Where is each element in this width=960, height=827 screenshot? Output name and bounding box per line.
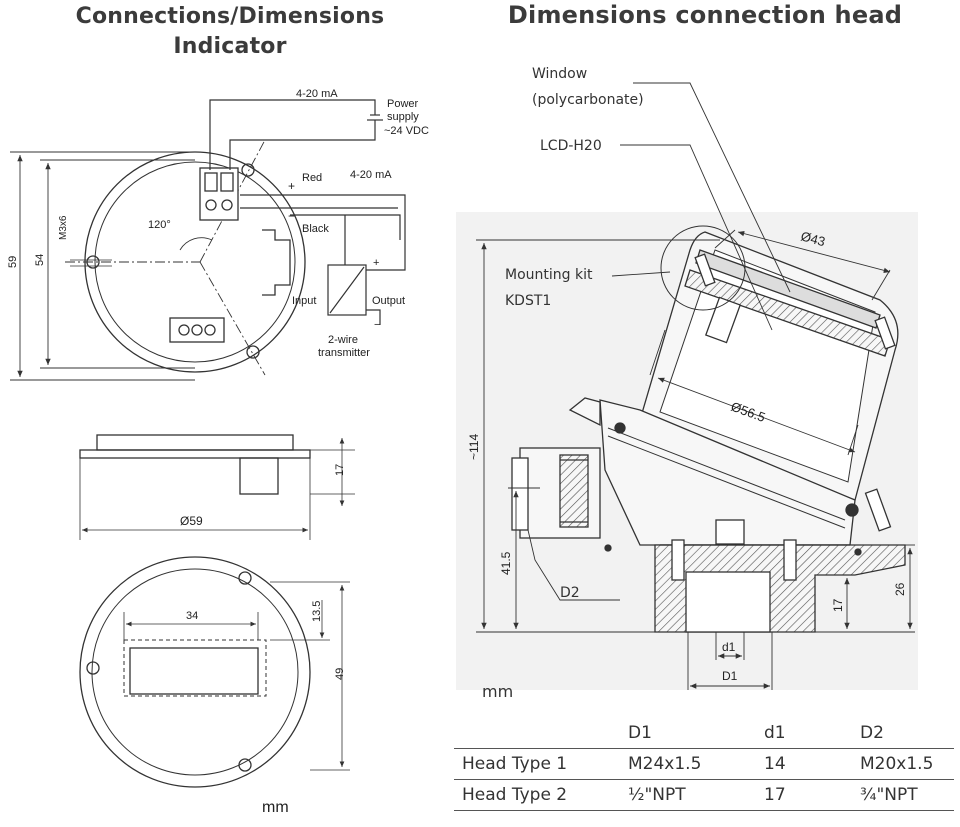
tx-plus-label: + [373,257,379,269]
table-header-cell: D1 [620,718,756,749]
head-labels: Window (polycarbonate) LCD-H20 Mounting … [467,66,907,701]
dim-41-5-label: 41.5 [499,551,513,575]
d1-big-label: D1 [722,669,738,683]
indicator-unit-label: mm [262,799,289,816]
indicator-title: Connections/Dimensions Indicator [40,2,420,62]
dim-17-label: 17 [334,464,346,476]
power-label-3: ~24 VDC [384,125,429,137]
table-cell: Head Type 2 [454,779,620,811]
table-cell: Head Type 1 [454,748,620,780]
mounting-kit-label-1: Mounting kit [505,267,593,283]
table-cell: 17 [756,779,852,811]
screw-hole-top [241,163,255,177]
lcd-label: LCD-H20 [540,138,602,154]
table-cell: ¾"NPT [852,779,954,811]
table-row: Head Type 1 M24x1.5 14 M20x1.5 [454,748,954,780]
plus-label: + [288,179,295,193]
indicator-front-view [65,139,306,376]
red-label: Red [302,172,322,184]
terminal-block [199,167,239,221]
indicator-bottom-view [79,556,350,788]
indicator-side-view [79,434,355,540]
window-label-1: Window [532,66,587,82]
table-cell: ½"NPT [620,779,756,811]
head-unit-label: mm [482,682,513,701]
bottom-connector [169,317,225,343]
table-header-row: D1 d1 D2 [454,718,954,749]
mounting-kit-label-2: KDST1 [505,293,551,309]
transmitter-label-1: 2-wire [328,334,358,346]
black-label: Black [302,223,329,235]
dim-dia59-label: Ø59 [180,514,203,528]
dim-17-head-label: 17 [831,598,845,612]
dim-54-label: 54 [34,254,46,266]
transmitter-label-2: transmitter [318,347,370,359]
table-header-cell [454,718,620,749]
thread-label: M3x6 [58,215,69,240]
dim-114-label: ~114 [467,434,481,460]
dim-59-label: 59 [7,256,19,268]
dim-dia43-label: Ø43 [799,228,827,249]
screw-hole-left [86,255,100,269]
power-label-2: supply [387,111,419,123]
table-cell: 14 [756,748,852,780]
d2-label: D2 [560,585,580,601]
head-type-table: D1 d1 D2 Head Type 1 M24x1.5 14 M20x1.5 … [454,718,954,811]
table-row: Head Type 2 ½"NPT 17 ¾"NPT [454,779,954,811]
dim-49-label: 49 [334,668,346,680]
output-label: Output [372,295,405,307]
dim-26-label: 26 [893,582,907,596]
window-label-2: (polycarbonate) [532,92,644,108]
wiring-labels: 4-20 mA Power supply ~24 VDC + − Red Bla… [148,88,429,359]
screw-hole-bottom [246,345,260,359]
indicator-title-line1: Connections/Dimensions [75,4,385,29]
indicator-title-line2: Indicator [173,34,287,59]
table-header-cell: d1 [756,718,852,749]
indicator-inner-circle [94,161,296,363]
current-top-label: 4-20 mA [296,88,338,100]
wiring-lines [209,99,406,325]
input-label: Input [292,295,316,307]
d1-small-label: d1 [722,640,736,654]
table-cell: M20x1.5 [852,748,954,780]
current-mid-label: 4-20 mA [350,169,392,181]
table-header-cell: D2 [852,718,954,749]
indicator-dimension-lines [10,151,195,381]
minus-label: − [288,209,295,223]
dim-34-label: 34 [186,610,198,622]
dim-13-5-label: 13.5 [311,601,323,622]
angle-label: 120° [148,219,171,231]
head-dimension-lines [476,82,915,690]
head-title: Dimensions connection head [507,1,903,29]
tx-minus-label: − [374,319,380,331]
power-label-1: Power [387,98,419,110]
table-cell: M24x1.5 [620,748,756,780]
